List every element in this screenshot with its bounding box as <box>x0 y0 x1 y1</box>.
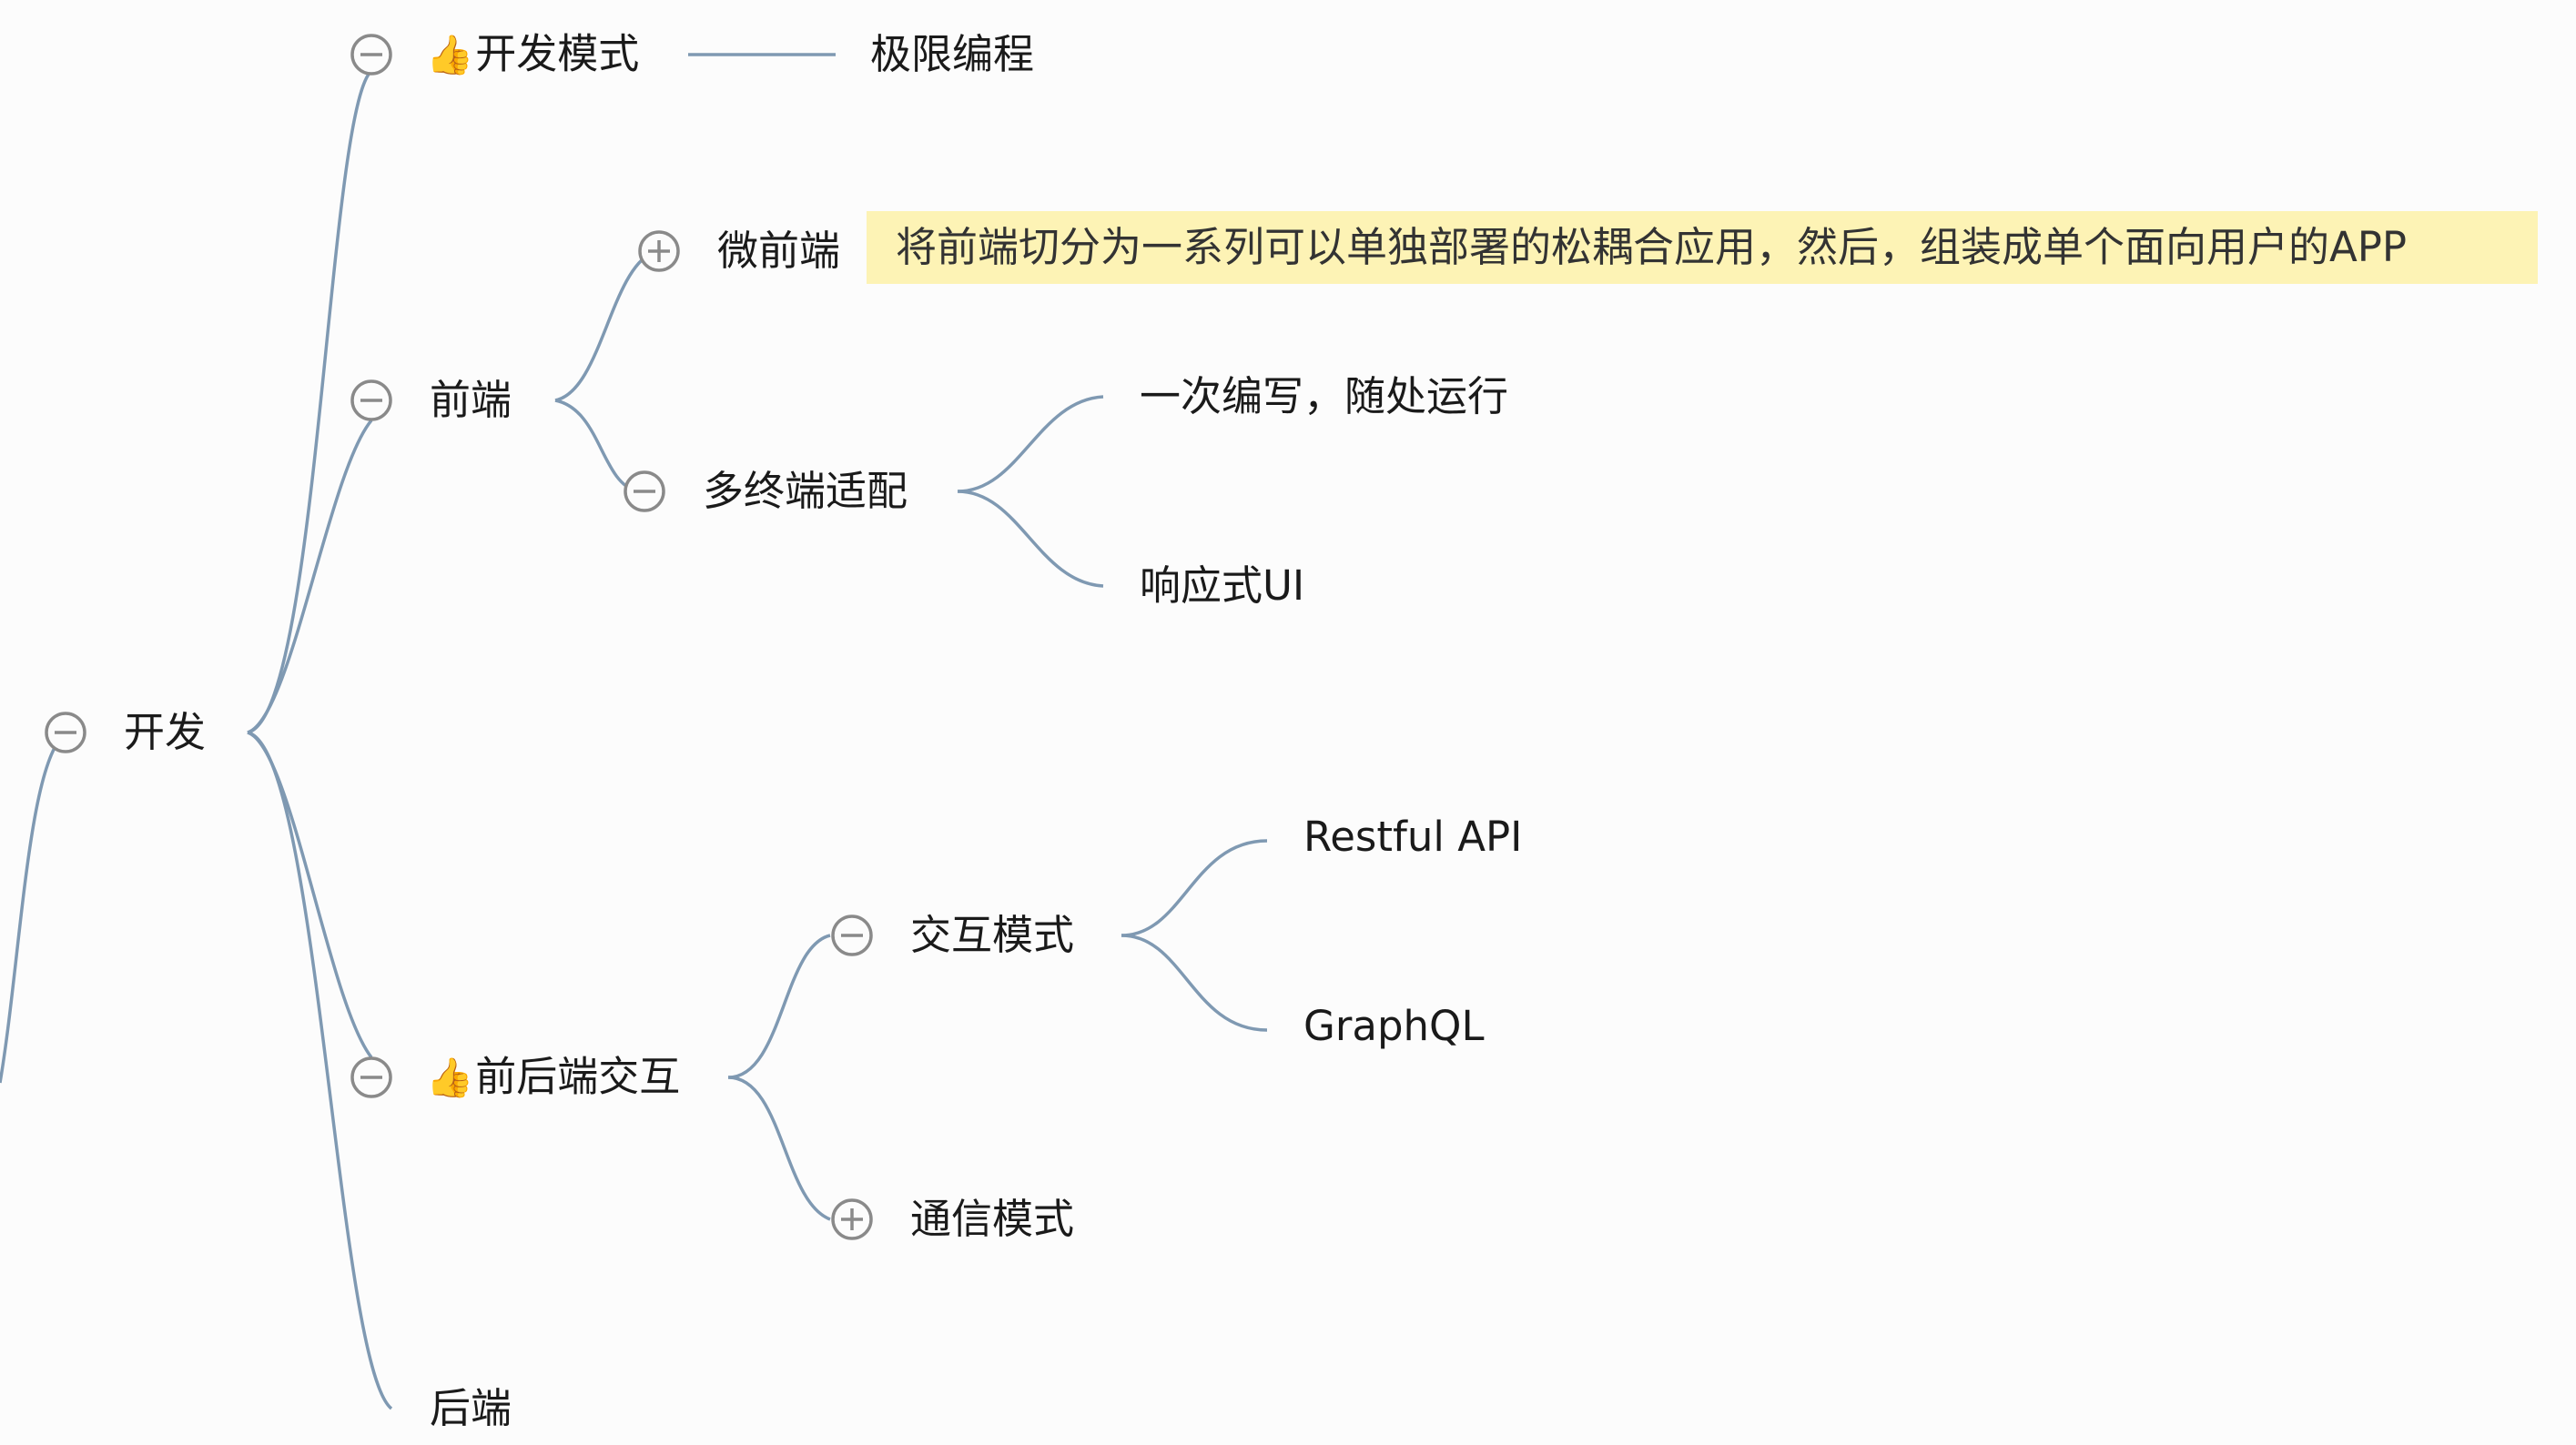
micro-frontend-note: 将前端切分为一系列可以单独部署的松耦合应用，然后，组装成单个面向用户的APP <box>867 211 2538 284</box>
frontend-node[interactable]: 前端 <box>430 373 512 428</box>
responsive-ui-node[interactable]: 响应式UI <box>1140 559 1304 613</box>
collapse-icon[interactable] <box>830 914 874 957</box>
graphql-label: GraphQL <box>1303 1002 1485 1050</box>
write-once-label: 一次编写，随处运行 <box>1140 372 1509 420</box>
edge-root-to-fe-be-interaction <box>247 731 373 1059</box>
responsive-ui-label: 响应式UI <box>1140 561 1305 610</box>
edge-root-to-frontend <box>247 419 373 734</box>
multi-terminal-label: 多终端适配 <box>703 467 908 515</box>
thumbs-up-icon: 👍 <box>426 1055 474 1100</box>
root-label: 开发 <box>124 708 207 756</box>
micro-frontend-label: 微前端 <box>717 227 841 275</box>
micro-frontend-node[interactable]: 微前端 <box>717 224 840 278</box>
dev-mode-label: 开发模式 <box>475 29 640 78</box>
backend-label: 后端 <box>430 1384 512 1432</box>
frontend-label: 前端 <box>430 376 512 424</box>
interaction-mode-label: 交互模式 <box>910 911 1075 959</box>
extreme-programming-label: 极限编程 <box>870 30 1035 78</box>
collapse-icon[interactable] <box>623 470 666 513</box>
edge-frontend-to-micro-frontend <box>554 251 653 402</box>
edge-fe-be-interaction-to-communication-mode <box>727 1076 831 1221</box>
collapse-icon[interactable] <box>44 711 87 754</box>
edge-multi-terminal-to-responsive-ui <box>957 490 1104 588</box>
restful-api-label: Restful API <box>1303 813 1523 861</box>
edge-root-to-backend <box>247 731 393 1410</box>
backend-node[interactable]: 后端 <box>430 1381 512 1436</box>
edge-fe-be-interaction-to-interaction-mode <box>727 934 831 1079</box>
multi-terminal-node[interactable]: 多终端适配 <box>703 464 908 519</box>
edge-interaction-mode-to-graphql <box>1121 934 1268 1032</box>
collapse-icon[interactable] <box>350 33 393 76</box>
thumbs-up-icon: 👍 <box>426 32 474 77</box>
edge-interaction-mode-to-restful-api <box>1121 839 1268 937</box>
fe-be-interaction-label: 前后端交互 <box>475 1052 681 1101</box>
extreme-programming-node[interactable]: 极限编程 <box>870 27 1034 82</box>
dev-mode-node[interactable]: 👍开发模式 <box>426 27 639 83</box>
write-once-node[interactable]: 一次编写，随处运行 <box>1140 369 1508 424</box>
collapse-icon[interactable] <box>350 1056 393 1099</box>
edge-multi-terminal-to-write-once <box>957 395 1104 493</box>
restful-api-node[interactable]: Restful API <box>1303 810 1522 864</box>
expand-icon[interactable] <box>637 229 681 273</box>
root-node[interactable]: 开发 <box>124 705 206 760</box>
collapse-icon[interactable] <box>350 379 393 422</box>
interaction-mode-node[interactable]: 交互模式 <box>910 908 1074 963</box>
communication-mode-node[interactable]: 通信模式 <box>910 1192 1074 1247</box>
expand-icon[interactable] <box>830 1197 874 1241</box>
fe-be-interaction-node[interactable]: 👍前后端交互 <box>426 1050 680 1106</box>
edge-parent-to-root <box>0 735 64 1084</box>
communication-mode-label: 通信模式 <box>910 1195 1075 1243</box>
graphql-node[interactable]: GraphQL <box>1303 999 1485 1054</box>
